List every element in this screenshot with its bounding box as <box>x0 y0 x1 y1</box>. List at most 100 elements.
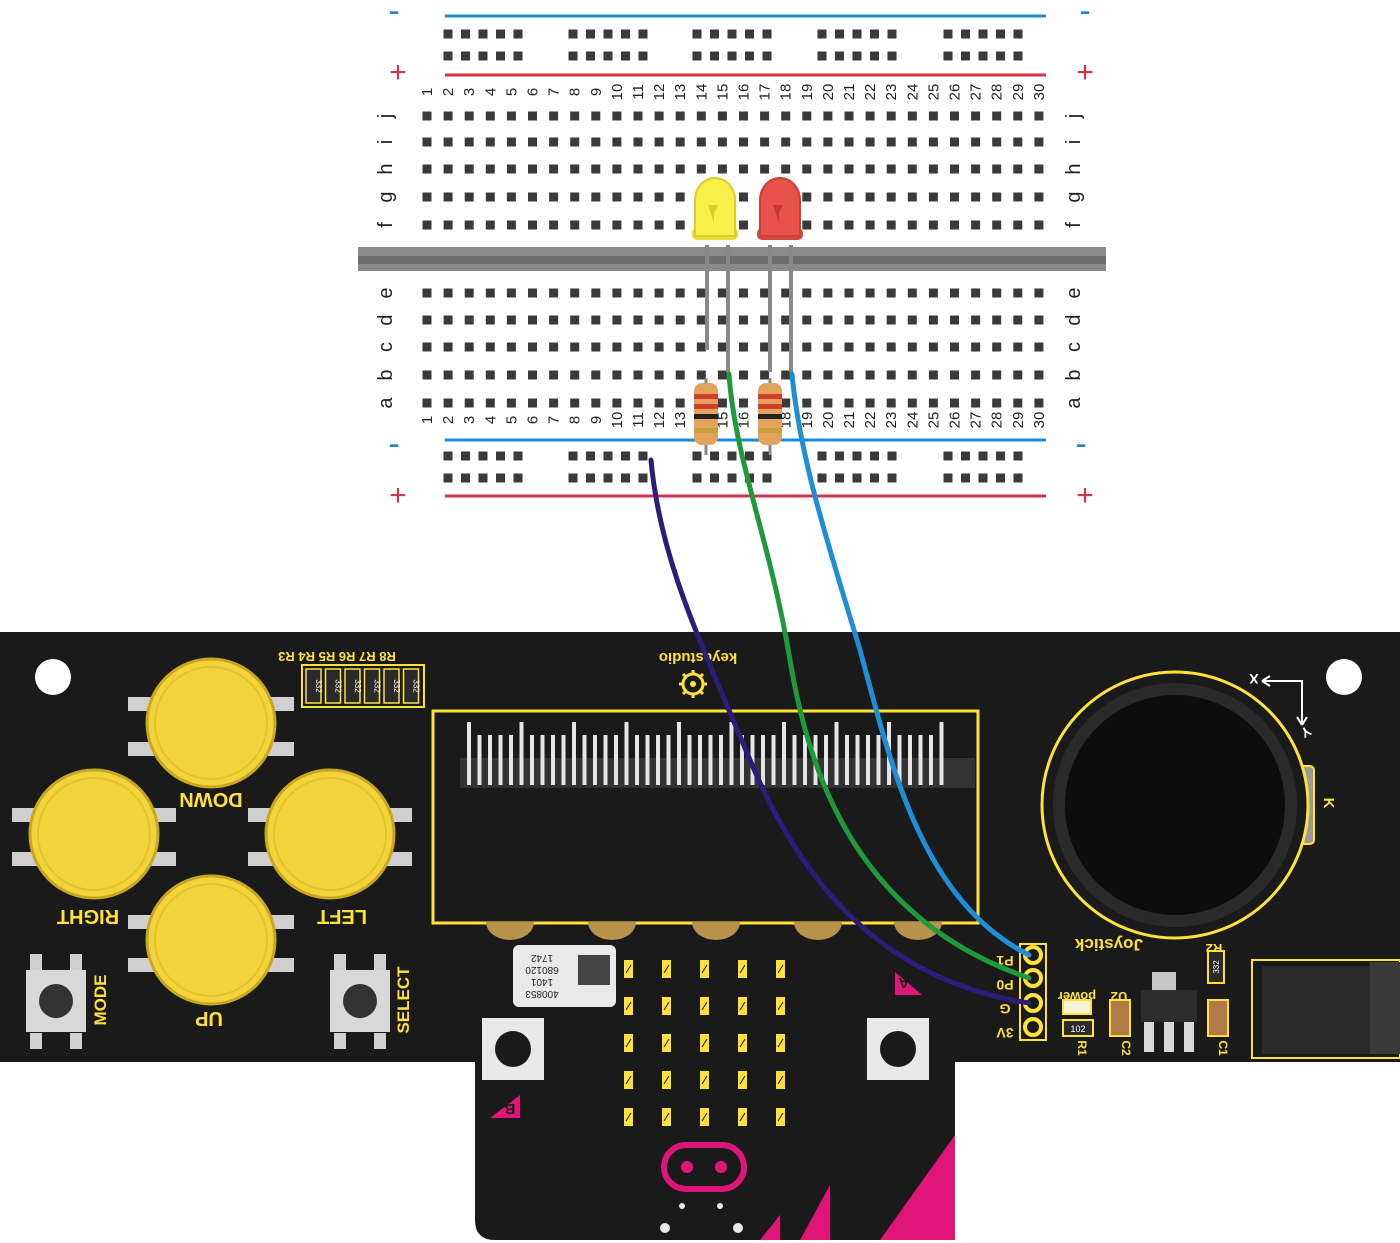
breadboard-hole <box>928 315 938 325</box>
button-right-label: RIGHT <box>57 905 119 927</box>
microbit-button-a[interactable] <box>867 1018 929 1080</box>
microbit-gold-pad <box>692 922 740 940</box>
breadboard-rail-hole <box>478 451 488 461</box>
connector-pin <box>477 735 482 785</box>
microbit-led-mark <box>739 964 746 974</box>
brand-logo-icon-spokes <box>679 670 707 698</box>
breadboard-hole <box>443 192 453 202</box>
smd-resistor <box>383 668 400 704</box>
resistor-2-band <box>758 414 782 419</box>
breadboard-hole <box>485 342 495 352</box>
joystick-k-label: K <box>1320 798 1337 809</box>
button-left[interactable] <box>248 768 412 900</box>
microbit-hole <box>733 1223 743 1233</box>
breadboard-rail-hole <box>1013 51 1023 61</box>
breadboard-column-number: 13 <box>672 412 689 429</box>
breadboard-rail-hole <box>603 29 613 39</box>
button-right[interactable] <box>12 768 176 900</box>
connector-pin <box>687 735 692 785</box>
button-up-pin <box>268 958 294 972</box>
smd-resistor-code: 332 <box>392 679 401 693</box>
breadboard-hole <box>928 192 938 202</box>
microbit-magenta-spike-2 <box>760 1215 780 1240</box>
breadboard-hole <box>971 370 981 380</box>
breadboard-hole <box>1013 288 1023 298</box>
breadboard-hole <box>696 288 706 298</box>
select-switch[interactable] <box>330 954 390 1049</box>
breadboard-rail-hole <box>1013 29 1023 39</box>
breadboard-column-number: 22 <box>862 412 879 429</box>
breadboard-hole <box>886 220 896 230</box>
breadboard-hole <box>549 164 559 174</box>
breadboard-hole <box>506 288 516 298</box>
breadboard-hole <box>992 220 1002 230</box>
breadboard-row-letter: j <box>1063 114 1085 119</box>
connector-pin <box>929 735 933 785</box>
resistor-array-label: R8 R7 R6 R5 R4 R3 <box>278 649 396 664</box>
breadboard-hole <box>907 111 917 121</box>
breadboard-hole <box>865 220 875 230</box>
breadboard-hole <box>992 192 1002 202</box>
breadboard-rail-hole <box>621 473 630 483</box>
breadboard-hole <box>591 137 601 147</box>
button-down[interactable] <box>128 657 294 789</box>
breadboard-column-number: 30 <box>1031 412 1048 429</box>
breadboard-hole <box>528 288 537 298</box>
breadboard-hole <box>717 288 727 298</box>
breadboard-hole <box>950 137 959 147</box>
breadboard-hole <box>717 342 727 352</box>
breadboard-rail-hole <box>943 473 953 483</box>
breadboard-hole <box>654 111 664 121</box>
button-down-cap <box>145 657 277 789</box>
breadboard-hole <box>950 192 959 202</box>
microbit-button-b[interactable] <box>482 1018 544 1080</box>
microbit-qr-code <box>578 955 610 985</box>
breadboard-hole <box>591 342 601 352</box>
button-left-pin <box>248 852 274 866</box>
select-switch-knob <box>343 984 377 1018</box>
breadboard-hole <box>570 192 580 202</box>
microbit-led-mark <box>777 1038 784 1048</box>
breadboard-hole <box>675 370 685 380</box>
breadboard-hole <box>1034 288 1044 298</box>
axis-x-label: X <box>1249 671 1259 687</box>
breadboard-column-number: 8 <box>567 416 584 424</box>
microbit-button-a-label: A <box>898 974 909 991</box>
breadboard-hole <box>506 111 516 121</box>
joystick[interactable] <box>1040 670 1315 940</box>
mode-switch[interactable] <box>26 954 86 1049</box>
battery-holder <box>1251 959 1400 1059</box>
breadboard-hole <box>823 192 833 202</box>
breadboard-column-number: 6 <box>525 416 542 424</box>
breadboard-rail-hole <box>586 29 595 39</box>
breadboard-hole <box>781 288 791 298</box>
breadboard-hole <box>612 111 622 121</box>
breadboard-column-number: 11 <box>630 84 647 100</box>
microbit-qr-line: 400853 <box>525 988 559 999</box>
breadboard-column-number: 30 <box>1031 84 1048 101</box>
breadboard-hole <box>992 164 1002 174</box>
microbit-led-mark <box>701 964 708 974</box>
breadboard-column-number: 3 <box>461 88 478 96</box>
breadboard-hole <box>549 111 559 121</box>
breadboard-column-number: 15 <box>714 84 731 101</box>
breadboard-hole <box>844 342 854 352</box>
resistor-2-band <box>758 394 782 399</box>
breadboard-rail-hole <box>961 29 970 39</box>
button-right-pin <box>12 852 38 866</box>
connector-pin <box>509 735 513 785</box>
breadboard-hole <box>464 398 474 408</box>
breadboard-rail-hole <box>817 451 827 461</box>
breadboard-hole <box>781 315 791 325</box>
connector-pin <box>635 735 639 785</box>
breadboard-hole <box>675 315 685 325</box>
breadboard-rail-hole <box>478 51 488 61</box>
button-down-pin <box>128 742 154 756</box>
smd-resistor-code: 332 <box>373 679 382 693</box>
breadboard-hole <box>696 111 706 121</box>
button-up[interactable] <box>128 874 294 1006</box>
breadboard-hole <box>739 342 748 352</box>
breadboard-hole <box>717 398 727 408</box>
breadboard-hole <box>549 137 559 147</box>
